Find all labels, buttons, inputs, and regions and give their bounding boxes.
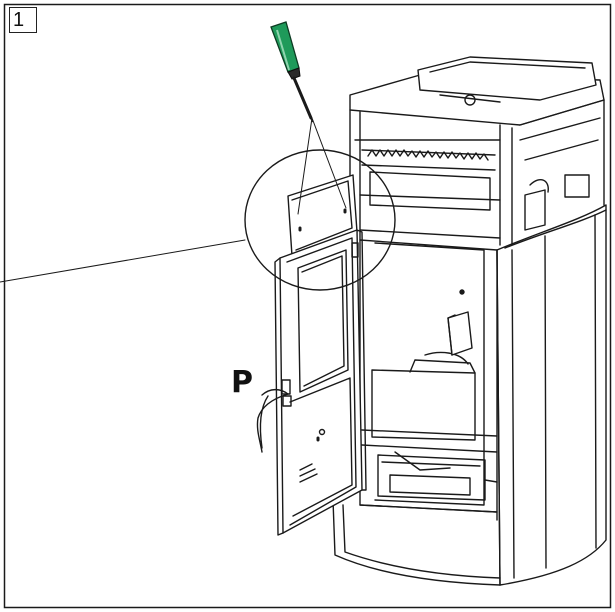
heat-exchanger-grate — [367, 149, 489, 161]
stove-door — [274, 174, 367, 536]
figure-frame — [3, 3, 612, 609]
stove-top-frame — [349, 56, 605, 246]
door-handle-tool — [256, 388, 289, 453]
detail-callout — [0, 117, 396, 291]
firebox — [359, 239, 498, 521]
part-p-label: P — [231, 365, 253, 400]
step-number-label: 1 — [9, 7, 37, 33]
screwdriver-icon — [270, 21, 314, 123]
